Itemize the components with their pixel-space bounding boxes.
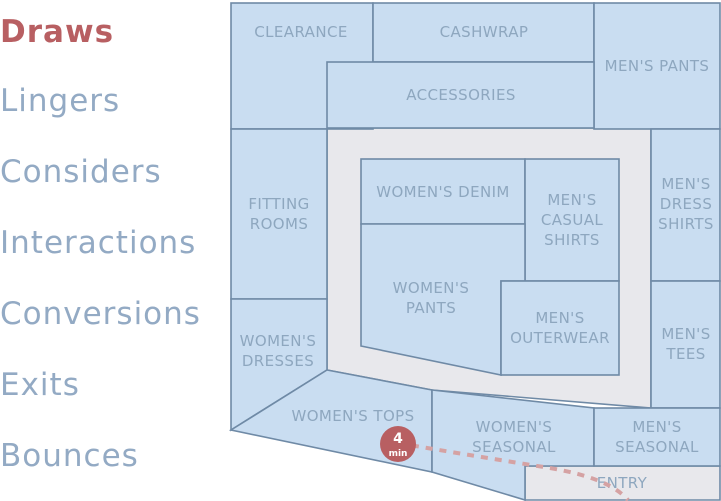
zone-womens-denim[interactable]: WOMEN'S DENIM: [360, 158, 526, 225]
zone-cashwrap[interactable]: CASHWRAP: [372, 2, 595, 63]
svg-text:WOMEN'S: WOMEN'S: [476, 418, 553, 436]
dwell-time-badge[interactable]: 4 min: [380, 426, 416, 462]
zone-mens-dress-shirts[interactable]: MEN'S DRESS SHIRTS: [650, 128, 721, 282]
svg-text:SEASONAL: SEASONAL: [472, 438, 556, 456]
menu-item-draws[interactable]: Draws: [0, 14, 115, 50]
svg-text:MEN'S PANTS: MEN'S PANTS: [605, 57, 710, 75]
svg-text:DRESSES: DRESSES: [242, 352, 314, 370]
svg-text:PANTS: PANTS: [406, 299, 456, 317]
svg-text:MEN'S: MEN'S: [535, 309, 584, 327]
zone-accessories[interactable]: ACCESSORIES: [326, 61, 595, 129]
zone-mens-pants[interactable]: MEN'S PANTS: [593, 2, 721, 130]
svg-text:CASUAL: CASUAL: [541, 211, 603, 229]
svg-text:WOMEN'S TOPS: WOMEN'S TOPS: [291, 407, 414, 425]
svg-text:FITTING: FITTING: [248, 195, 309, 213]
menu-item-conversions[interactable]: Conversions: [0, 296, 201, 332]
svg-text:OUTERWEAR: OUTERWEAR: [510, 329, 610, 347]
svg-text:MEN'S: MEN'S: [547, 191, 596, 209]
menu-item-interactions[interactable]: Interactions: [0, 225, 197, 261]
zone-entry[interactable]: ENTRY: [597, 474, 648, 492]
svg-text:CASHWRAP: CASHWRAP: [440, 23, 529, 41]
shopper-path: [397, 441, 630, 501]
menu-item-considers[interactable]: Considers: [0, 154, 162, 190]
svg-text:ACCESSORIES: ACCESSORIES: [406, 86, 516, 104]
svg-text:4: 4: [393, 431, 403, 447]
zone-mens-outerwear[interactable]: MEN'S OUTERWEAR: [500, 280, 620, 376]
svg-text:SHIRTS: SHIRTS: [658, 215, 714, 233]
svg-text:ROOMS: ROOMS: [250, 215, 309, 233]
zone-womens-seasonal[interactable]: WOMEN'S SEASONAL: [431, 389, 595, 501]
svg-text:SEASONAL: SEASONAL: [615, 438, 699, 456]
menu-item-exits[interactable]: Exits: [0, 367, 80, 403]
menu-item-lingers[interactable]: Lingers: [0, 83, 121, 119]
svg-text:MEN'S: MEN'S: [661, 325, 710, 343]
svg-text:MEN'S: MEN'S: [661, 175, 710, 193]
menu-item-bounces[interactable]: Bounces: [0, 438, 139, 474]
zone-fitting-rooms[interactable]: FITTING ROOMS: [230, 128, 328, 300]
svg-text:TEES: TEES: [665, 345, 705, 363]
svg-text:ENTRY: ENTRY: [597, 474, 648, 492]
zone-mens-seasonal[interactable]: MEN'S SEASONAL: [593, 407, 721, 467]
svg-text:DRESS: DRESS: [660, 195, 713, 213]
svg-text:SHIRTS: SHIRTS: [544, 231, 600, 249]
svg-text:WOMEN'S: WOMEN'S: [240, 332, 317, 350]
zone-mens-casual-shirts[interactable]: MEN'S CASUAL SHIRTS: [524, 158, 620, 282]
svg-text:CLEARANCE: CLEARANCE: [254, 23, 347, 41]
zone-womens-dresses[interactable]: WOMEN'S DRESSES: [230, 298, 328, 432]
svg-text:MEN'S: MEN'S: [632, 418, 681, 436]
svg-text:WOMEN'S: WOMEN'S: [393, 279, 470, 297]
metric-menu: Draws Lingers Considers Interactions Con…: [0, 0, 228, 501]
zone-mens-tees[interactable]: MEN'S TEES: [650, 280, 721, 409]
svg-text:min: min: [389, 449, 408, 459]
svg-text:WOMEN'S DENIM: WOMEN'S DENIM: [376, 183, 510, 201]
